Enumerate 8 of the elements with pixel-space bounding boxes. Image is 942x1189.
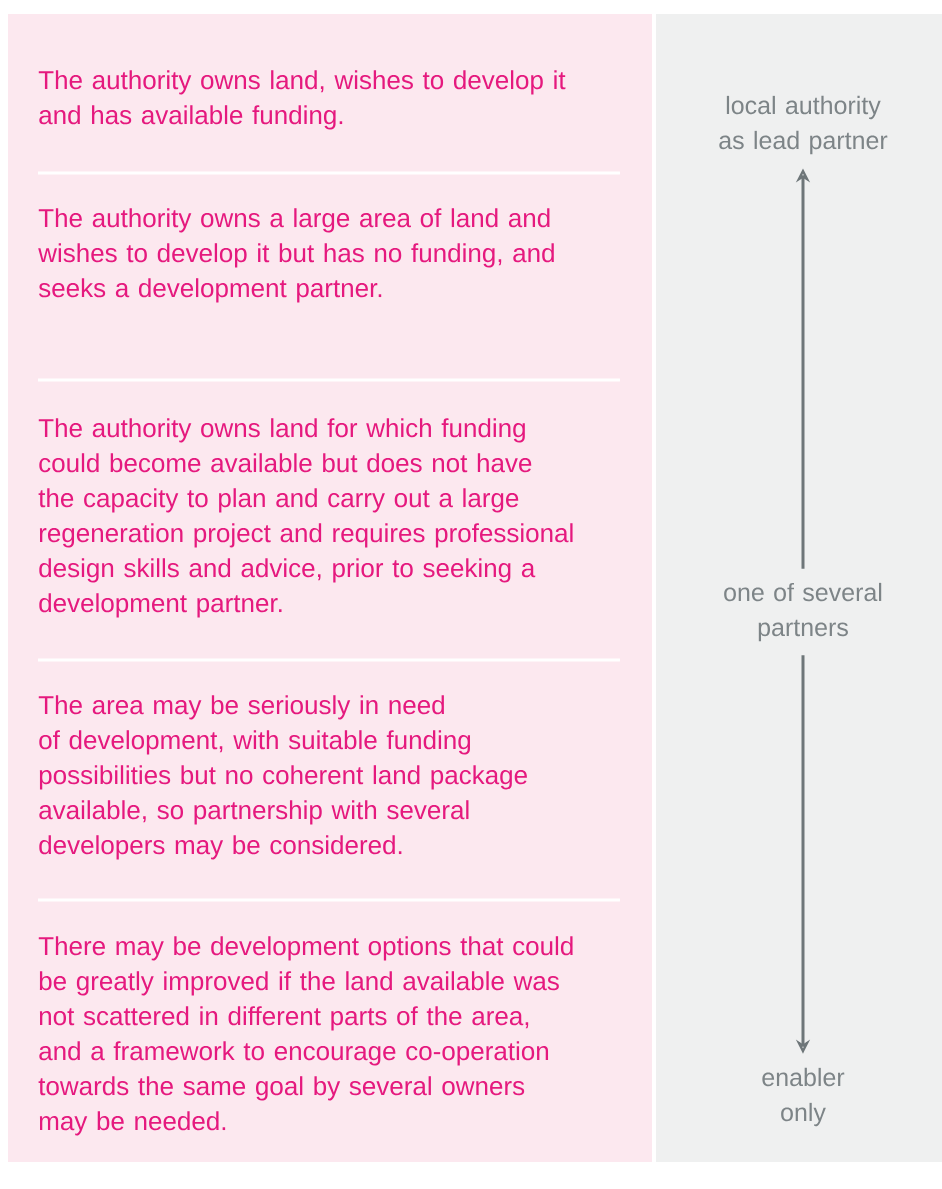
scenario-text: The authority owns land for which funding could become available but does not have the capacity to plan and carry out a large regeneration project and requires professional design skills and advice, prior to seeking a development partner. bbox=[38, 418, 573, 618]
role-label: one of several partners bbox=[724, 582, 882, 642]
role-label: local authority as lead partner bbox=[719, 95, 888, 155]
scenario-text: There may be development options that could be greatly improved if the land available was not scattered in different parts of the area, and a framework to encourage co-operation towards the same goal by several owners may be needed. bbox=[38, 936, 573, 1136]
role-label: enabler only bbox=[762, 1067, 845, 1127]
scenario-text: The area may be seriously in need of development, with suitable funding possibilities but no coherent land package available, so partnership with several developers may be considered. bbox=[38, 695, 527, 860]
scenario-text: The authority owns a large area of land and wishes to develop it but has no funding, and seeks a development partner. bbox=[38, 208, 554, 303]
scenario-text: The authority owns land, wishes to develop it and has available funding. bbox=[38, 70, 566, 130]
